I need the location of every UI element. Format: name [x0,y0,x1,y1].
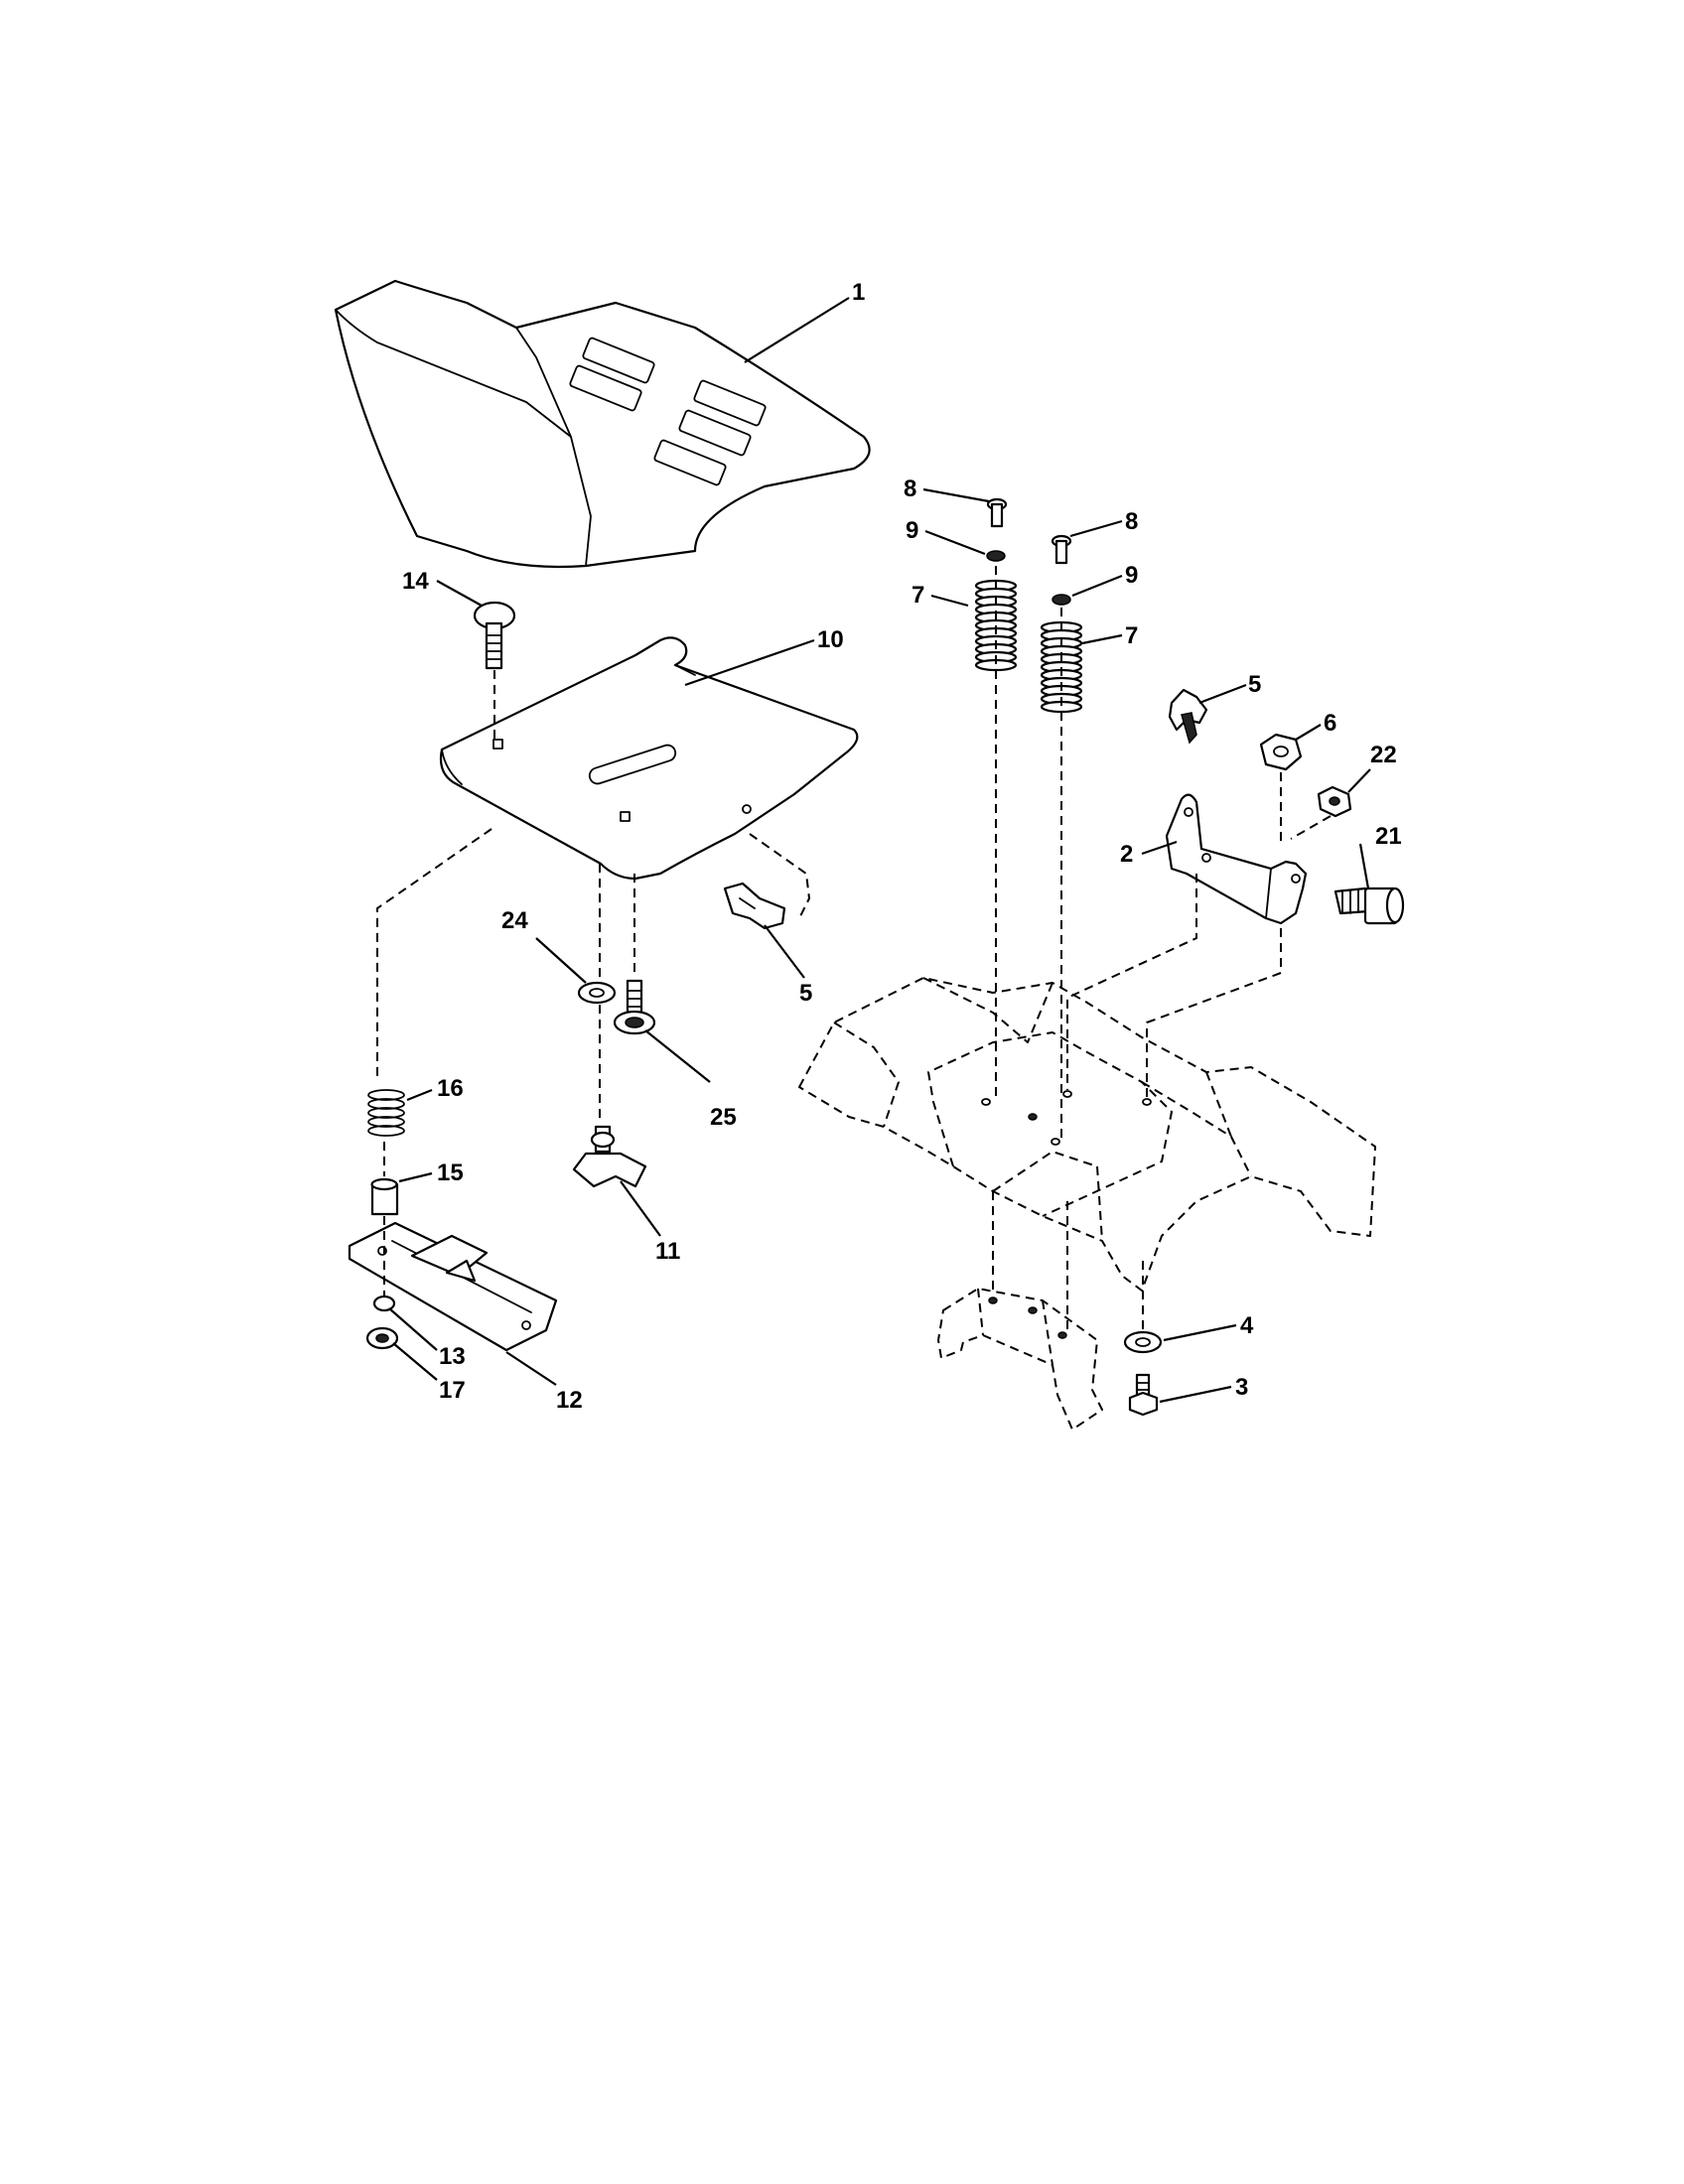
callout-10: 10 [817,626,844,653]
callout-17: 17 [439,1377,466,1404]
callout-3: 3 [1235,1374,1248,1401]
callout-21: 21 [1375,823,1402,850]
flange-nut-part-17 [365,1326,399,1350]
coil-spring-part-16 [367,1089,405,1137]
screw-part-8-right [1051,534,1072,565]
callout-8-right: 8 [1125,508,1138,535]
hex-bolt-part-3 [1128,1373,1159,1417]
nut-part-13 [372,1295,396,1312]
seat-knob-part [572,1125,647,1188]
callout-13: 13 [439,1343,466,1370]
screw-part-8-left [986,497,1008,528]
callout-8-left: 8 [904,476,916,502]
callout-25: 25 [710,1104,737,1131]
seat-pan-part [439,636,859,881]
carriage-bolt-part [473,601,516,670]
shoulder-bolt-part [613,979,656,1035]
lock-washer-part-9-left [986,550,1006,562]
seat-slide-plate-part [348,1221,558,1352]
callout-5-left: 5 [799,980,812,1007]
callout-2: 2 [1120,841,1133,868]
callout-5-right: 5 [1248,671,1261,698]
leader-lines [388,297,1371,1404]
flat-washer-part-4 [1123,1330,1163,1354]
callout-12: 12 [556,1387,583,1414]
frame-reference-outline [798,977,1376,1431]
seat-part [334,279,871,569]
callout-7-right: 7 [1125,622,1138,649]
seat-clip-part-right [1168,688,1208,745]
callout-7-left: 7 [912,582,924,609]
callout-14: 14 [402,568,429,595]
callout-labels: 1 2 3 4 5 5 6 7 7 8 8 9 9 10 11 12 13 14… [402,279,1402,1414]
frame-holes [981,1090,1152,1339]
seat-bracket-part [1165,793,1308,925]
lock-washer-part-9-right [1052,594,1071,606]
shoulder-bolt-part-21 [1333,887,1405,925]
hex-nut-part-22 [1317,785,1352,818]
callout-24: 24 [501,907,528,934]
callout-1: 1 [852,279,865,306]
callout-16: 16 [437,1075,464,1102]
assembly-lines [376,566,1332,1330]
callout-11: 11 [655,1238,680,1265]
hex-nut-part-6 [1259,733,1303,771]
washer-part-24 [577,981,617,1005]
callout-22: 22 [1370,742,1397,768]
callout-4: 4 [1240,1312,1254,1339]
callout-15: 15 [437,1160,464,1186]
seat-clip-part-left [723,882,786,930]
callout-9-right: 9 [1125,562,1138,589]
callout-6: 6 [1324,710,1336,737]
callout-9-left: 9 [906,517,918,544]
spacer-part [370,1177,399,1216]
